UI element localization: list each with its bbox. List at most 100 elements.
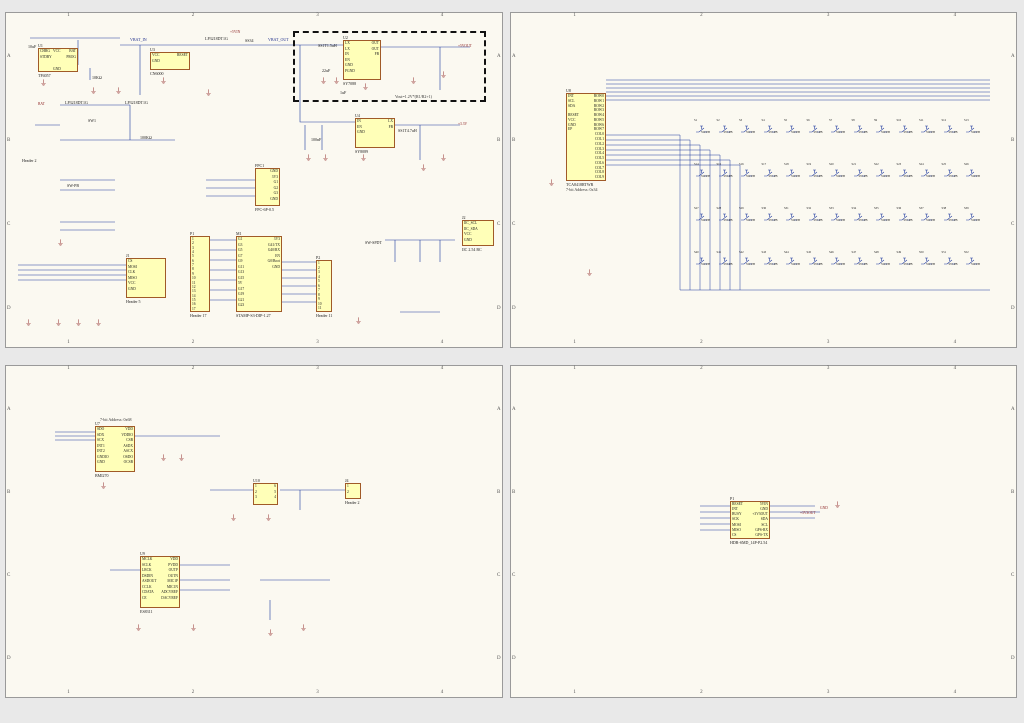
switch-part: SW-PB — [723, 218, 733, 222]
pin-right: G41/TX — [268, 242, 280, 247]
ground-icon: ⏚ — [355, 317, 362, 325]
pin-left: GND — [97, 460, 105, 464]
zone-label-right: C — [497, 222, 501, 227]
pin-left: SCX — [97, 438, 104, 442]
zone-label-right: B — [1011, 489, 1015, 495]
switch-icon — [718, 257, 730, 265]
switch-part: SW-PB — [746, 130, 756, 134]
zone-label-right: D — [1011, 306, 1015, 311]
pin-right: ADCVREF — [161, 590, 178, 594]
ground-icon: ⏚ — [55, 319, 62, 327]
pin-left: MISO — [128, 275, 137, 280]
pin-left: RESET — [732, 502, 743, 506]
switch-ref: S5 — [784, 118, 788, 122]
switch-part: SW-PB — [903, 130, 913, 134]
switch-ref: S37 — [919, 206, 924, 210]
pin-left: 4 — [318, 274, 320, 279]
pin-left: 11 — [192, 280, 196, 285]
zone-label-right: D — [497, 656, 501, 662]
pin-left: 3 — [318, 270, 320, 275]
component-part: SY8089 — [355, 149, 369, 154]
pin-left: G5 — [238, 248, 243, 252]
zone-label-top: 3 — [826, 13, 830, 18]
pin-left: EP — [568, 127, 573, 132]
switch-part: SW-PB — [881, 174, 891, 178]
pin-right: FB — [374, 52, 379, 56]
switch-icon — [786, 125, 797, 133]
ground-icon: ⏚ — [205, 89, 212, 97]
zone-label-top: 2 — [191, 13, 195, 18]
pin-right: PROG — [66, 54, 76, 59]
component-fpc1 — [255, 168, 280, 206]
switch-ref: S45 — [806, 250, 812, 254]
switch-part: SW-PB — [813, 262, 823, 266]
pin-left: LRCK — [142, 568, 152, 572]
zone-label-left: D — [7, 306, 11, 311]
pin-right: ROW2 — [593, 103, 604, 108]
pin-left: 16 — [192, 302, 196, 307]
switch-icon — [921, 213, 932, 221]
component-u1 — [38, 48, 78, 72]
zone-label-bottom: 1 — [573, 690, 576, 695]
ground-icon: ⏚ — [160, 454, 167, 462]
switch-icon — [763, 169, 775, 177]
pin-left: 13 — [192, 289, 196, 294]
pin-right: ROW0 — [593, 94, 604, 98]
pin-left: INT2 — [97, 449, 105, 453]
pin-left: G15 — [238, 275, 245, 280]
pin-right: COL6 — [595, 160, 604, 165]
net-label-v3v3out: +3V3OUT — [800, 511, 816, 515]
zone-label-right: A — [497, 406, 501, 412]
zone-label-top: 4 — [953, 13, 957, 18]
pin-left: SCK — [732, 517, 739, 522]
switch-ref: S32 — [806, 206, 812, 210]
component-part: SY7088 — [343, 81, 357, 86]
zone-label-bottom: 4 — [440, 340, 444, 345]
zone-label-right: A — [1011, 406, 1015, 412]
net-label-l2: SS1T4.7uH — [398, 128, 417, 133]
ground-icon: ⏚ — [135, 624, 142, 632]
pin-right: 5VIN — [759, 502, 768, 506]
pin-left: MCLK — [142, 557, 153, 561]
switch-part: SW-PB — [768, 130, 778, 134]
pin-left: 3 — [255, 495, 257, 499]
switch-icon — [763, 257, 775, 265]
pin-right: GPS-TX — [755, 532, 768, 537]
pin-right: CSB — [126, 438, 133, 442]
net-label-gnd: GND — [820, 506, 828, 510]
pin-left: ASDOUT — [142, 579, 157, 583]
component-ref: J4 — [345, 478, 349, 483]
switch-icon — [763, 213, 775, 221]
switch-icon — [898, 257, 910, 265]
component-part: FPC-6P-0.5 — [255, 207, 275, 212]
switch-part: SW-PB — [768, 218, 778, 222]
component-ref: J1 — [126, 253, 130, 258]
pin-left: 10 — [318, 301, 322, 306]
pin-left: EN — [357, 124, 362, 129]
switch-part: SW-PB — [746, 218, 756, 222]
switch-icon — [718, 213, 730, 221]
zone-label-top: 1 — [67, 366, 70, 371]
pin-left: 15 — [192, 297, 196, 302]
pin-top: VCC — [53, 49, 61, 53]
switch-icon — [898, 125, 910, 133]
pin-right: BAT — [69, 49, 76, 53]
switch-ref: S23 — [896, 162, 902, 166]
switch-ref: S43 — [761, 250, 767, 254]
switch-ref: S44 — [784, 250, 789, 254]
ground-icon: ⏚ — [420, 164, 427, 172]
switch-ref: S29 — [739, 206, 744, 210]
